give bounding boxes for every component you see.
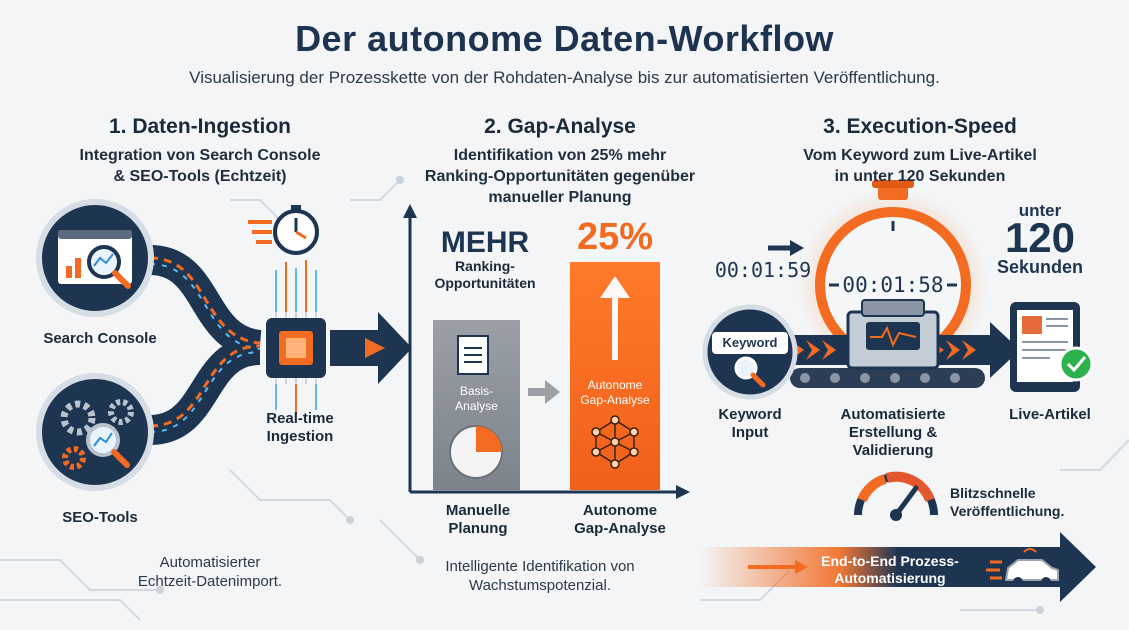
bar2-label: Autonome Gap-Analyse <box>555 502 685 538</box>
step1-label-line2: Input <box>731 424 769 441</box>
basis-analyse-line2: Analyse <box>455 399 498 413</box>
ranking-label-line1: Ranking- <box>455 258 515 274</box>
keyword-input-icon <box>702 304 798 400</box>
live-article-icon <box>1010 302 1094 392</box>
seo-tools-label: SEO-Tools <box>62 509 138 526</box>
comparison-arrow <box>528 380 560 404</box>
section1-title: 1. Daten-Ingestion <box>108 115 292 138</box>
step2-label: Automatisierte Erstellung & Validierung <box>828 406 958 460</box>
autonome-inner-line2: Gap-Analyse <box>580 393 650 407</box>
basis-analyse-line1: Basis- <box>459 384 494 398</box>
speed-unter-label: unter <box>1018 201 1062 220</box>
search-console-icon <box>36 199 154 317</box>
banner-label: End-to-End Prozess- Automatisierung <box>800 553 980 587</box>
hub-label-line2: Ingestion <box>266 428 334 445</box>
bar2-label-line2: Gap-Analyse <box>574 520 666 537</box>
speed-gauge-icon <box>854 471 938 521</box>
bar1-label-line2: Planung <box>448 520 508 537</box>
hub-label-line1: Real-time <box>266 410 334 427</box>
section2-desc-line1: Identifikation von 25% mehr <box>453 147 667 164</box>
section3-title: 3. Execution-Speed <box>823 115 1017 138</box>
timer-center-readout: 00:01:58 <box>842 273 944 297</box>
ranking-label: Ranking- Opportunitäten <box>415 258 555 292</box>
mehr-label: MEHR <box>440 226 530 259</box>
keyword-badge: Keyword <box>722 335 778 350</box>
speed-unit-label: Sekunden <box>996 257 1084 277</box>
data-pipes <box>148 245 263 445</box>
ingestion-chip-icon <box>266 312 326 384</box>
step3-label: Live-Artikel <box>1009 406 1091 423</box>
section2-desc-line2: Ranking-Opportunitäten gegenüber <box>424 168 696 185</box>
flow-arrow-to-analysis <box>330 312 412 384</box>
page-title: Der autonome Daten-Workflow <box>295 18 834 59</box>
circuit-background <box>0 179 1129 621</box>
section1-footer: Automatisierter Echtzeit-Datenimport. <box>110 553 310 591</box>
stopwatch-icon-small <box>248 205 319 255</box>
gauge-label-line2: Veröffentlichung. <box>950 503 1065 519</box>
step1-label-line1: Keyword <box>718 406 782 423</box>
section2-title: 2. Gap-Analyse <box>484 115 636 138</box>
conveyor-belt <box>790 368 985 388</box>
automation-machine-icon <box>846 299 940 370</box>
data-streams <box>275 260 317 415</box>
section3-desc-line1: Vom Keyword zum Live-Artikel <box>803 147 1037 164</box>
page-subtitle: Visualisierung der Prozesskette von der … <box>189 68 940 87</box>
bar1-label: Manuelle Planung <box>418 502 538 538</box>
section2-desc: Identifikation von 25% mehr Ranking-Oppo… <box>400 145 720 208</box>
section2-desc-line3: manueller Planung <box>488 189 632 206</box>
section2-footer-line1: Intelligente Identifikation von <box>445 558 635 575</box>
section1-desc-line1: Integration von Search Console <box>79 147 321 164</box>
car-icon <box>986 548 1059 587</box>
section3-desc: Vom Keyword zum Live-Artikel in unter 12… <box>760 145 1080 187</box>
gauge-label: Blitzschnelle Veröffentlichung. <box>950 484 1090 520</box>
section1-footer-line2: Echtzeit-Datenimport. <box>137 573 283 590</box>
comparison-axes <box>403 204 690 499</box>
banner-label-line2: Automatisierung <box>834 570 946 586</box>
autonome-inner-label: Autonome Gap-Analyse <box>570 378 660 408</box>
section2-footer: Intelligente Identifikation von Wachstum… <box>420 557 660 595</box>
percent-label: 25% <box>576 216 654 258</box>
section1-desc: Integration von Search Console & SEO-Too… <box>40 145 360 187</box>
speed-number-label: 120 <box>1004 214 1076 261</box>
banner-label-line1: End-to-End Prozess- <box>821 553 959 569</box>
seo-tools-icon <box>36 373 154 491</box>
timer-left-readout: 00:01:59 <box>714 258 812 282</box>
basis-analyse-label: Basis- Analyse <box>433 384 520 414</box>
bar-autonome-gap-analyse <box>570 262 660 490</box>
step1-label: Keyword Input <box>700 406 800 442</box>
section2-footer-line2: Wachstumspotenzial. <box>468 577 611 594</box>
search-console-label: Search Console <box>43 330 157 347</box>
end-to-end-banner <box>700 532 1096 602</box>
incoming-arrow <box>768 240 804 256</box>
step2-label-line1: Automatisierte <box>840 406 946 423</box>
ranking-label-line2: Opportunitäten <box>434 275 536 291</box>
section1-footer-line1: Automatisierter <box>159 554 261 571</box>
section3-desc-line2: in unter 120 Sekunden <box>834 168 1006 185</box>
bar-manuelle-planung <box>433 320 520 490</box>
hub-label: Real-time Ingestion <box>240 410 360 446</box>
section1-desc-line2: & SEO-Tools (Echtzeit) <box>113 168 287 185</box>
step2-label-line2: Erstellung & <box>848 424 938 441</box>
gauge-label-line1: Blitzschnelle <box>950 485 1036 501</box>
bar2-label-line1: Autonome <box>582 502 658 519</box>
bar1-label-line1: Manuelle <box>445 502 511 519</box>
step2-label-line3: Validierung <box>852 442 934 459</box>
autonome-inner-line1: Autonome <box>587 378 643 392</box>
